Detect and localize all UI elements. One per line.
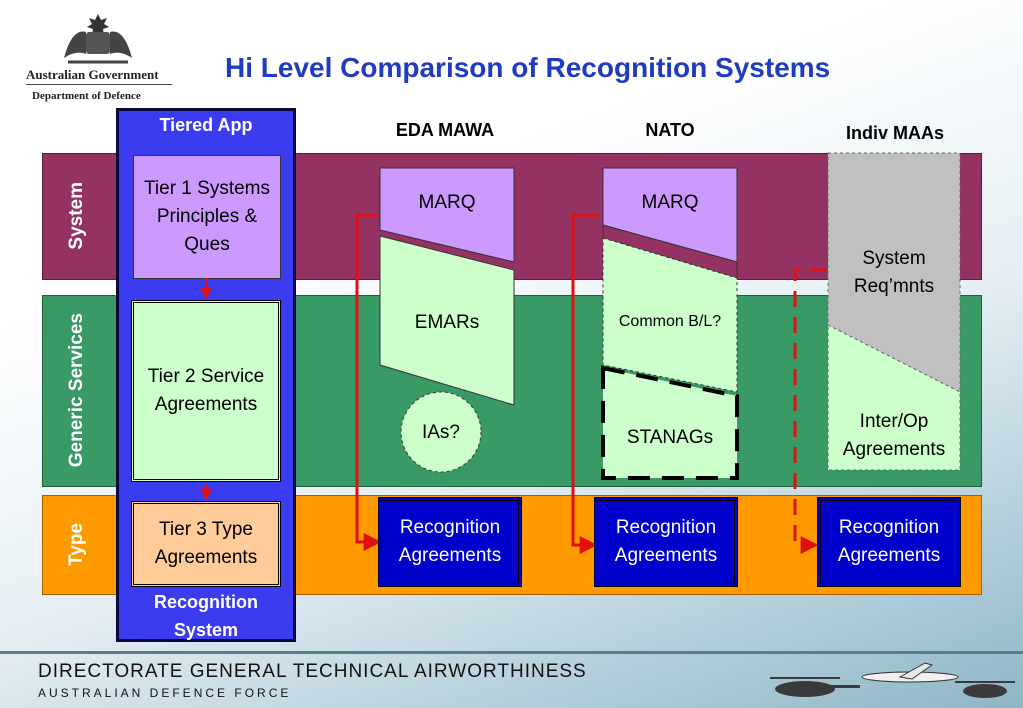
logo-divider	[26, 84, 172, 85]
logo-government-text: Australian Government	[26, 67, 159, 82]
nato-stanags-shape	[601, 365, 739, 480]
tier3-label: Tier 3 Type Agreements	[154, 519, 258, 568]
tier1-label: Tier 1 Systems Principles & Ques	[144, 178, 270, 255]
eda-marq-shape	[379, 167, 515, 263]
nato-connector-arrow	[571, 213, 600, 554]
tier1-box: Tier 1 Systems Principles & Ques	[133, 155, 281, 279]
eda-emars-shape	[379, 235, 515, 406]
footer-directorate: DIRECTORATE GENERAL TECHNICAL AIRWORTHIN…	[38, 661, 587, 682]
page-title: Hi Level Comparison of Recognition Syste…	[225, 52, 831, 83]
indiv-interop-shape	[827, 324, 961, 471]
tier3-box: Tier 3 Type Agreements	[131, 501, 281, 587]
indiv-connector-arrow	[793, 268, 826, 554]
indiv-recognition-agreements-box: Recognition Agreements	[817, 497, 961, 587]
nato-common-shape	[602, 237, 738, 393]
nato-stanags-label: STANAGs	[626, 427, 714, 448]
coat-of-arms-logo	[64, 14, 132, 64]
eda-mawa-heading: EDA MAWA	[395, 119, 495, 140]
eda-marq-label: MARQ	[418, 192, 476, 213]
indiv-interop-label: Inter/Op Agreements	[842, 411, 946, 460]
footer-adf: AUSTRALIAN DEFENCE FORCE	[38, 686, 292, 700]
indiv-sysreq-shape	[827, 152, 961, 393]
nato-common-label: Common B/L?	[618, 313, 722, 330]
tier2-box: Tier 2 Service Agreements	[131, 300, 281, 482]
eda-emars-label: EMARs	[414, 312, 480, 333]
eda-ias-label: IAs?	[421, 422, 461, 443]
aircraft-silhouettes-image	[770, 662, 1015, 698]
eda-ias-circle	[400, 391, 482, 473]
recognition-system-label: Recognition System	[154, 592, 258, 640]
eda-recognition-label: Recognition Agreements	[398, 517, 502, 566]
indiv-maas-heading: Indiv MAAs	[845, 122, 944, 143]
footer-divider	[0, 651, 1023, 654]
nato-marq-label: MARQ	[641, 192, 699, 213]
eda-recognition-agreements-box: Recognition Agreements	[378, 497, 522, 587]
eda-connector-arrow	[355, 213, 382, 551]
logo-department-text: Department of Defence	[32, 90, 141, 102]
indiv-sysreq-label: System Req’mnts	[853, 248, 935, 297]
nato-recognition-label: Recognition Agreements	[614, 517, 718, 566]
tiered-app-heading: Tiered App	[159, 114, 253, 135]
nato-recognition-agreements-box: Recognition Agreements	[594, 497, 738, 587]
tier2-label: Tier 2 Service Agreements	[147, 366, 265, 415]
indiv-recognition-label: Recognition Agreements	[837, 517, 941, 566]
nato-heading: NATO	[645, 119, 695, 140]
